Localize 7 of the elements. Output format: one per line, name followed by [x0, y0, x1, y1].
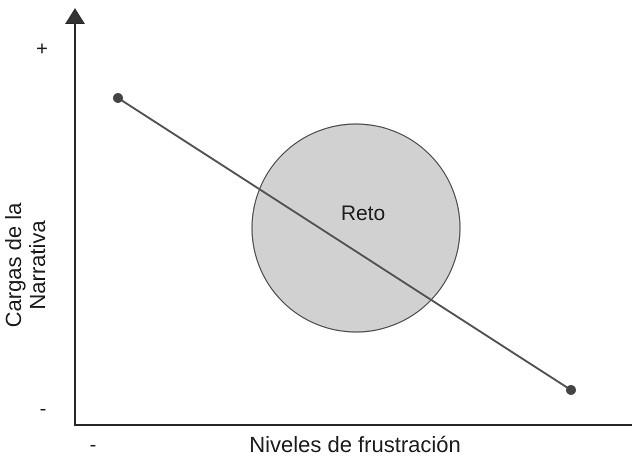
axis-tick-label: - [38, 397, 48, 422]
axis-title: Cargas de la Narrativa [2, 202, 50, 330]
axis-tick-label: + [35, 37, 49, 62]
challenge-circle [251, 123, 461, 333]
node-label: Reto [340, 201, 386, 227]
axis-title: Niveles de frustración [248, 431, 462, 457]
axis-tick-label: - [88, 433, 98, 457]
